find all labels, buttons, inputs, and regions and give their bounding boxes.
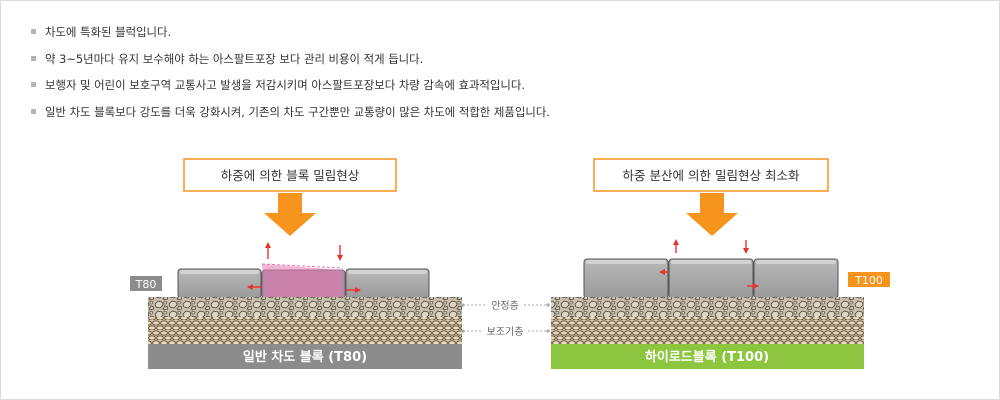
stable-layer-label: 안정층 xyxy=(491,300,519,312)
feature-text: 일반 차도 블록보다 강도를 더욱 강화시켜, 기존의 차도 구간뿐만 교통량이… xyxy=(45,104,550,119)
block-top-highlight xyxy=(586,260,666,264)
block-top-highlight xyxy=(756,260,836,264)
leader-dot xyxy=(461,329,465,333)
leader-dot xyxy=(546,303,550,307)
left-diagram: 하중에 의한 블록 밀림현상 T80 xyxy=(130,158,462,369)
down-arrow-icon xyxy=(337,245,343,261)
left-footer-text: 일반 차도 블록 (T80) xyxy=(243,349,367,365)
leader-dot xyxy=(546,329,550,333)
block-top-highlight xyxy=(348,270,427,274)
right-diagram: 하중 분산에 의한 밀림현상 최소화 T100 하이로드블록 (T100 xyxy=(551,158,890,369)
block-shift-guide xyxy=(261,263,344,269)
list-item: 보행자 및 어린이 보호구역 교통사고 발생을 저감시키며 아스팔트포장보다 차… xyxy=(31,77,550,93)
feature-text: 보행자 및 어린이 보호구역 교통사고 발생을 저감시키며 아스팔트포장보다 차… xyxy=(45,78,525,92)
down-arrow-icon xyxy=(743,240,749,254)
up-arrow-icon xyxy=(265,242,271,259)
block-top-highlight xyxy=(180,270,259,274)
left-caption-box xyxy=(183,158,397,192)
block-top-highlight xyxy=(671,260,751,264)
leader-dot xyxy=(461,303,465,307)
t100-badge xyxy=(848,272,890,287)
right-footer-text: 하이로드블록 (T100) xyxy=(645,349,769,365)
layer-labels: 안정층 보조기층 xyxy=(461,300,550,338)
bullet-square-icon xyxy=(31,55,36,61)
bullet-square-icon xyxy=(31,82,36,87)
stable-layer xyxy=(551,297,864,317)
left-caption-text: 하중에 의한 블록 밀림현상 xyxy=(221,168,360,183)
feature-text: 차도에 특화된 블럭입니다. xyxy=(45,25,172,39)
t80-badge xyxy=(130,276,162,291)
up-arrow-icon xyxy=(673,239,679,253)
paving-block xyxy=(753,258,839,299)
list-item: 차도에 특화된 블럭입니다. xyxy=(31,24,550,40)
block-shift-indicator xyxy=(262,264,343,298)
right-arrow-icon xyxy=(346,287,361,293)
subbase-layer-label: 보조기층 xyxy=(487,326,524,338)
t100-badge-text: T100 xyxy=(854,274,883,287)
feature-list: 차도에 특화된 블럭입니다. 약 3~5년마다 유지 보수해야 하는 아스팔트포… xyxy=(31,24,550,130)
right-caption-text: 하중 분산에 의한 밀림현상 최소화 xyxy=(623,168,800,183)
right-footer-bar xyxy=(551,344,864,369)
bullet-square-icon xyxy=(31,108,36,114)
stable-layer xyxy=(148,297,462,317)
feature-text: 약 3~5년마다 유지 보수해야 하는 아스팔트포장 보다 관리 비용이 적게 … xyxy=(45,51,424,66)
paving-block xyxy=(583,258,669,299)
right-arrow-icon xyxy=(747,283,759,289)
paving-block xyxy=(668,258,754,299)
load-arrow-icon xyxy=(686,193,738,236)
list-item: 약 3~5년마다 유지 보수해야 하는 아스팔트포장 보다 관리 비용이 적게 … xyxy=(31,51,550,67)
left-footer-bar xyxy=(148,344,462,369)
right-caption-box xyxy=(593,158,829,192)
left-arrow-icon xyxy=(659,269,670,275)
list-item: 일반 차도 블록보다 강도를 더욱 강화시켜, 기존의 차도 구간뿐만 교통량이… xyxy=(31,104,550,120)
bullet-square-icon xyxy=(31,29,36,34)
subbase-layer xyxy=(551,317,864,344)
left-arrow-icon xyxy=(247,284,262,290)
t80-badge-text: T80 xyxy=(135,278,157,291)
load-arrow-icon xyxy=(264,193,316,236)
subbase-layer xyxy=(148,317,462,344)
